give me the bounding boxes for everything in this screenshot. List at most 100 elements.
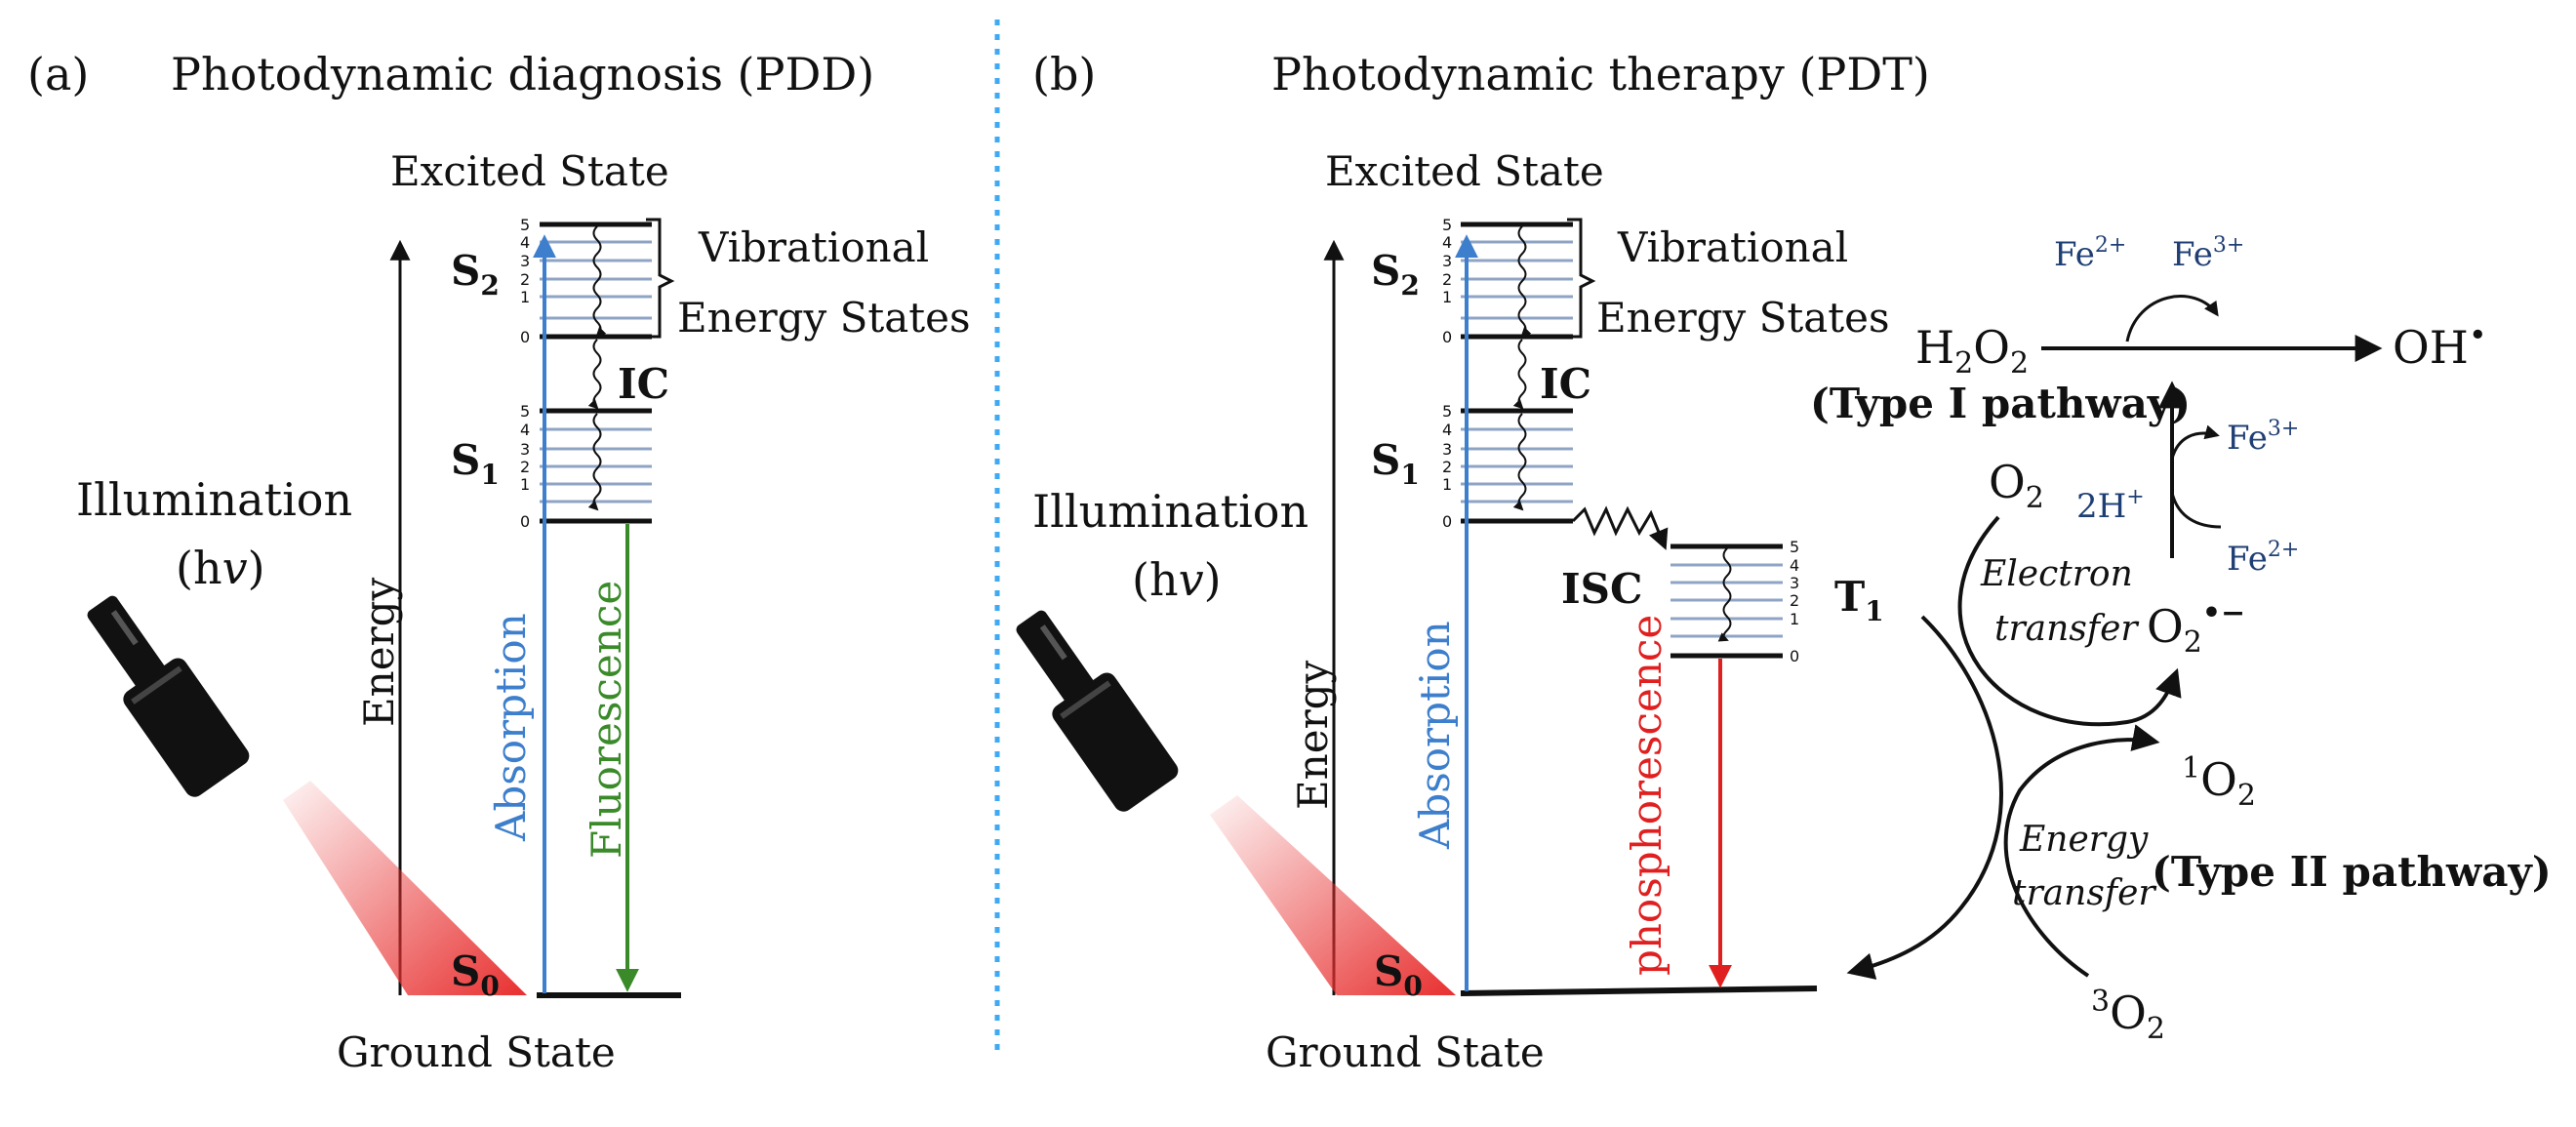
panel-a-letter: (a): [27, 48, 89, 101]
fe2-top-label: Fe2+: [2054, 233, 2126, 274]
svg-text:4: 4: [520, 421, 530, 439]
singlet-oxygen-label: 1O2: [2182, 751, 2256, 813]
fe-top-curve-arrow: [2125, 295, 2219, 342]
isc-label: ISC: [1561, 565, 1642, 613]
light-beam-b: [1210, 795, 1456, 995]
svg-text:4: 4: [520, 233, 530, 252]
hv-label-a: (hv): [176, 542, 265, 594]
svg-text:0: 0: [1790, 647, 1799, 665]
s2-label-a: S2: [451, 247, 500, 302]
relaxation-wavy-s2-b: [1517, 225, 1532, 338]
relaxation-wavy-t1: [1717, 547, 1732, 642]
excited-state-label-a: Excited State: [390, 147, 669, 195]
vibrational-label-b-2: Energy States: [1596, 294, 1890, 342]
type1-pathway-label: (Type I pathway): [1810, 380, 2191, 427]
panel-b-letter: (b): [1032, 48, 1096, 101]
fluorescence-label-a: Fluorescence: [583, 581, 630, 859]
svg-text:4: 4: [1442, 421, 1452, 439]
s0-label-a: S0: [451, 947, 500, 1002]
fe2-mid-curve: [2170, 492, 2222, 529]
electron-transfer-label-2: transfer: [1994, 609, 2139, 649]
flashlight-icon-b: [1016, 610, 1179, 812]
s2-group-a: 5 4 3 2 1 0: [520, 216, 652, 346]
energy-label-b: Energy: [1289, 660, 1337, 810]
svg-text:2: 2: [1790, 591, 1799, 610]
svg-text:0: 0: [1442, 512, 1452, 531]
excited-state-label-b: Excited State: [1325, 147, 1604, 195]
fe3-top-label: Fe3+: [2172, 233, 2244, 274]
vibrational-bracket-a: [646, 218, 675, 339]
svg-text:0: 0: [1442, 328, 1452, 346]
absorption-label-b: Absorption: [1411, 621, 1459, 850]
svg-text:5: 5: [520, 216, 530, 234]
svg-text:2: 2: [1442, 270, 1452, 289]
svg-text:5: 5: [520, 402, 530, 421]
svg-text:0: 0: [520, 328, 530, 346]
svg-text:2: 2: [520, 458, 530, 476]
relaxation-wavy-s2-a: [592, 225, 607, 338]
ic-wavy-a: [587, 339, 602, 410]
energy-transfer-label-1: Energy: [2019, 820, 2149, 860]
s1-label-a: S1: [451, 436, 500, 491]
s1-group-b: 5 4 3 2 1 0: [1442, 402, 1573, 531]
vibrational-label-a-1: Vibrational: [698, 223, 929, 271]
energy-transfer-label-2: transfer: [2012, 873, 2156, 913]
s0-level-b: [1460, 986, 1818, 996]
relaxation-wavy-s1-b: [1512, 413, 1527, 511]
ground-state-label-b: Ground State: [1266, 1028, 1545, 1076]
isc-zigzag-arrow: [1571, 505, 1669, 550]
s2-group-b: 5 4 3 2 1 0: [1442, 216, 1573, 346]
energy-label-a: Energy: [355, 577, 403, 727]
svg-text:1: 1: [1442, 288, 1452, 306]
fe3-mid-label: Fe3+: [2227, 417, 2299, 458]
phosphorescence-label: phosphorescence: [1623, 615, 1670, 976]
s2-label-b: S2: [1371, 247, 1420, 302]
svg-text:5: 5: [1790, 538, 1799, 556]
svg-text:0: 0: [520, 512, 530, 531]
svg-text:2: 2: [1442, 458, 1452, 476]
svg-text:2: 2: [520, 270, 530, 289]
triplet-oxygen-label: 3O2: [2091, 985, 2165, 1046]
svg-text:4: 4: [1442, 233, 1452, 252]
type2-pathway-label: (Type II pathway): [2152, 848, 2552, 896]
h2o2-label: H2O2: [1915, 321, 2029, 381]
svg-text:3: 3: [520, 252, 530, 270]
svg-text:1: 1: [520, 288, 530, 306]
absorption-label-a: Absorption: [487, 613, 535, 842]
vibrational-label-a-2: Energy States: [677, 294, 971, 342]
energy-transfer-arrow: [2003, 724, 2160, 978]
two-h-label: 2H+: [2076, 485, 2145, 526]
relaxation-wavy-s1-a: [587, 413, 602, 511]
svg-text:4: 4: [1790, 556, 1799, 575]
svg-text:3: 3: [520, 440, 530, 459]
s1-group-a: 5 4 3 2 1 0: [520, 402, 652, 531]
panel-a-title: Photodynamic diagnosis (PDD): [171, 48, 874, 101]
panel-b: (b) Photodynamic therapy (PDT) Excited S…: [1016, 48, 1930, 1076]
o2-label: O2: [1989, 456, 2044, 515]
illumination-label-a: Illumination: [76, 473, 352, 526]
superoxide-label: O2•−: [2147, 596, 2245, 660]
svg-text:3: 3: [1442, 440, 1452, 459]
electron-transfer-label-1: Electron: [1980, 554, 2133, 594]
svg-text:3: 3: [1442, 252, 1452, 270]
s1-label-b: S1: [1371, 436, 1420, 491]
flashlight-icon: [87, 595, 250, 797]
s0-label-b: S0: [1374, 947, 1423, 1002]
svg-text:5: 5: [1442, 402, 1452, 421]
ic-label-b: IC: [1540, 360, 1591, 408]
ic-label-a: IC: [618, 360, 669, 408]
vibrational-label-b-1: Vibrational: [1617, 223, 1848, 271]
fe3-mid-curve-arrow: [2170, 424, 2220, 460]
vibrational-bracket-b: [1567, 218, 1596, 339]
panel-a: (a) Photodynamic diagnosis (PDD) Excited…: [27, 48, 971, 1076]
electron-transfer-arrow: [1957, 515, 2182, 727]
svg-text:5: 5: [1442, 216, 1452, 234]
t1-return-arrow: [1846, 615, 2003, 980]
hv-label-b: (hv): [1132, 553, 1222, 606]
t1-label: T1: [1834, 573, 1884, 627]
light-beam-a: [283, 781, 527, 995]
oh-radical-label: OH•: [2393, 316, 2487, 374]
svg-text:1: 1: [1790, 610, 1799, 628]
